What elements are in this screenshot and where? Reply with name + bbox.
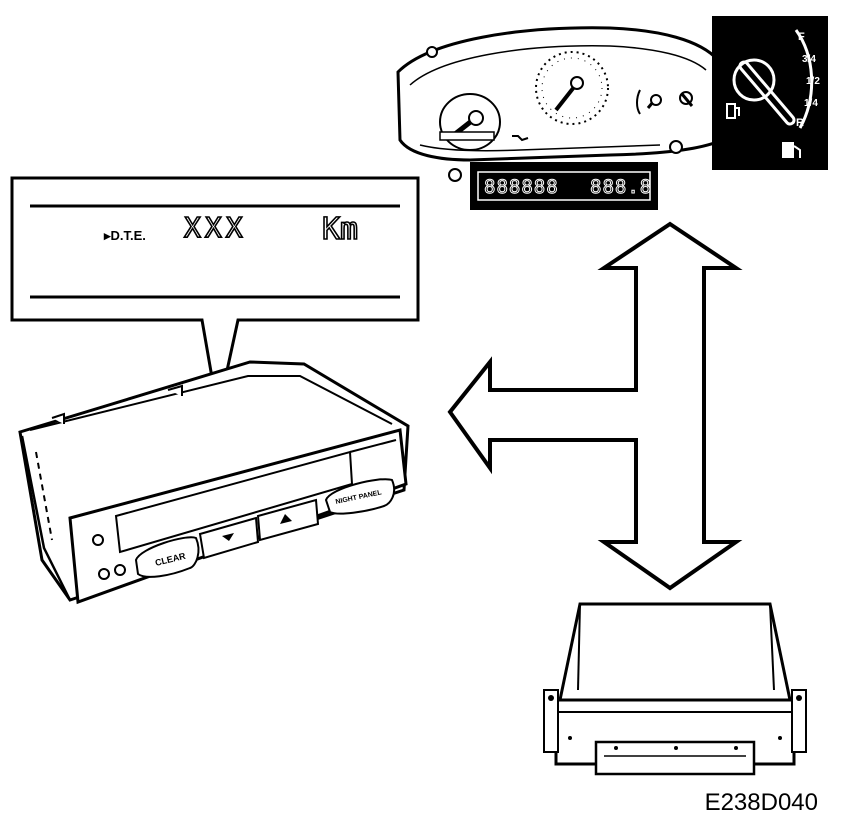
figure-code: E238D040: [705, 789, 818, 816]
trip-digits: 888.8: [590, 176, 652, 198]
display-window: [114, 450, 354, 554]
dte-label: ▸D.T.E.: [103, 228, 146, 243]
fuel-mark-half: 1/2: [806, 76, 820, 87]
instrument-cluster: [396, 26, 724, 182]
temperature-gauge: [636, 89, 662, 115]
dte-callout: ▸D.T.E. XXX Km: [10, 176, 420, 413]
tachometer-gauge: [439, 93, 501, 151]
fuel-mark-reserve: R: [796, 117, 804, 129]
fuel-mark-quarter: 1/4: [804, 98, 818, 109]
speedometer-gauge: [535, 51, 609, 125]
up-button[interactable]: [256, 498, 320, 542]
down-arrow-icon: [222, 533, 234, 541]
down-button[interactable]: [198, 516, 260, 560]
odometer-digits: 888888: [484, 176, 559, 198]
odometer-display: 888888 888.8: [470, 162, 658, 210]
up-arrow-icon: [280, 514, 292, 524]
dte-value: XXX: [184, 211, 247, 244]
callout-box: [10, 176, 420, 413]
engine-control-unit: [543, 602, 807, 776]
information-display-unit: CLEAR NIGHT PANEL: [18, 360, 410, 605]
communication-arrows: [447, 221, 743, 591]
ecu-connector: [568, 736, 782, 776]
night-panel-button[interactable]: NIGHT PANEL: [324, 478, 396, 515]
fuel-pump-icon: [782, 142, 801, 158]
fuel-mark-three-quarter: 3/4: [802, 54, 816, 65]
fuel-gauge-closeup: F 3/4 1/2 1/4 R: [712, 16, 828, 170]
dte-unit: Km: [322, 212, 358, 247]
oil-gauge: [679, 91, 694, 107]
clear-button[interactable]: CLEAR: [134, 536, 200, 578]
fuel-mark-full: F: [798, 31, 805, 43]
tee-arrow-outline: [447, 221, 743, 591]
